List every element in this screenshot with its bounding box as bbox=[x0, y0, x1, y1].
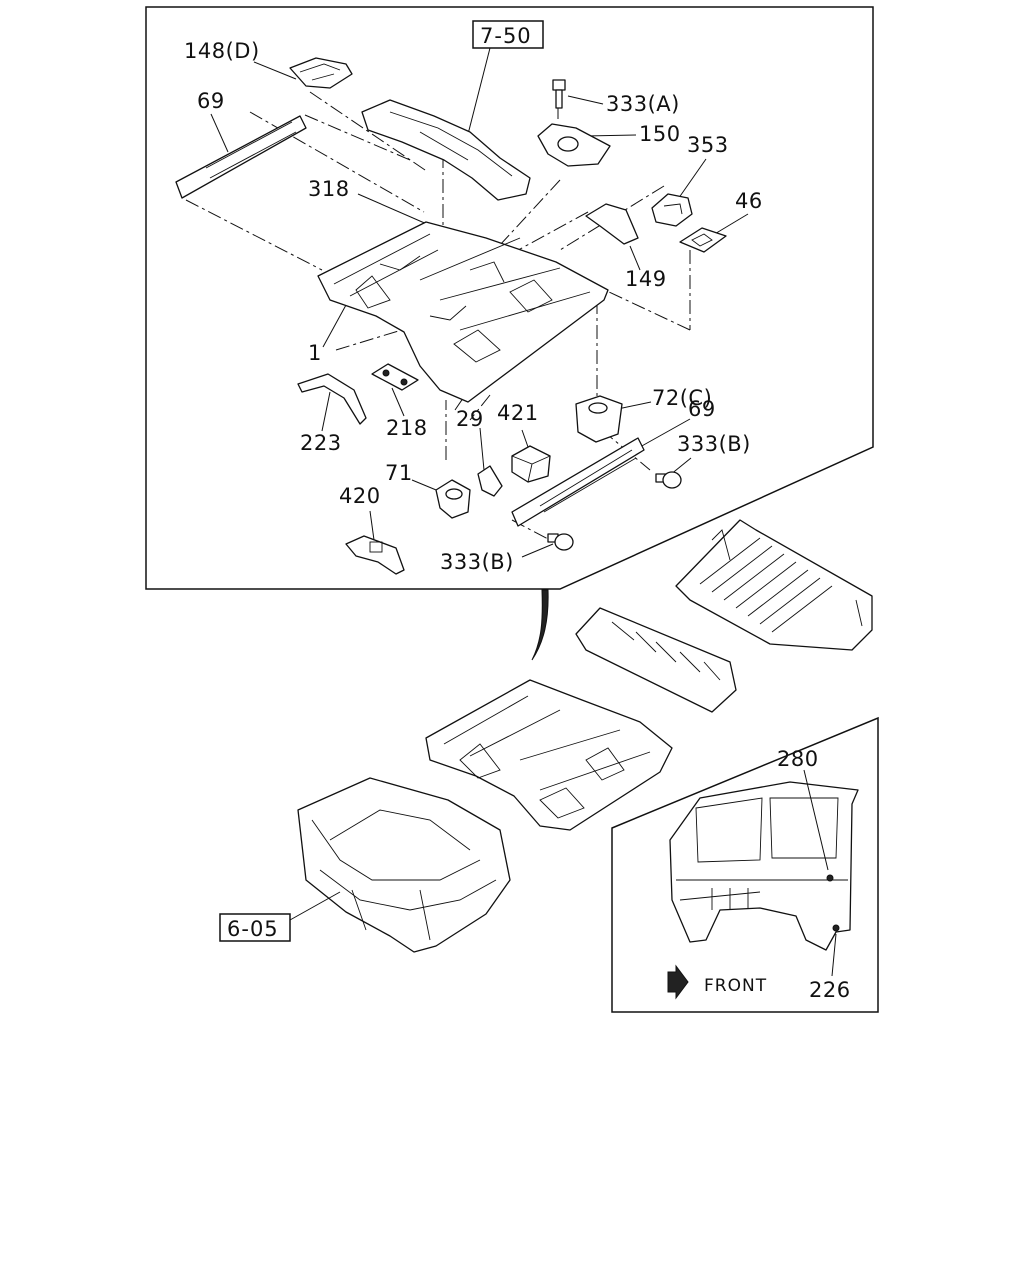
part-148d-bracket[interactable] bbox=[289, 57, 353, 89]
front-label: FRONT bbox=[704, 976, 767, 996]
callout-149[interactable]: 149 bbox=[625, 267, 667, 291]
inset-frame bbox=[611, 716, 879, 1013]
callout-353[interactable]: 353 bbox=[687, 133, 729, 157]
part-69-strip-top[interactable] bbox=[175, 115, 307, 199]
part-333b-bolt-bottom[interactable] bbox=[547, 533, 574, 551]
callout-29[interactable]: 29 bbox=[456, 407, 484, 431]
callout-218[interactable]: 218 bbox=[386, 416, 428, 440]
part-223-rail[interactable] bbox=[297, 373, 367, 425]
rear-floor-panel bbox=[675, 519, 873, 651]
front-floor-assembly bbox=[425, 679, 673, 831]
callout-223[interactable]: 223 bbox=[300, 431, 342, 455]
part-72c-bracket[interactable] bbox=[575, 395, 623, 443]
part-29-bracket[interactable] bbox=[477, 465, 503, 497]
ref-box-6-05[interactable]: 6-05 bbox=[219, 913, 291, 942]
callout-1[interactable]: 1 bbox=[308, 341, 322, 365]
callout-71[interactable]: 71 bbox=[385, 461, 413, 485]
callout-226[interactable]: 226 bbox=[809, 978, 851, 1002]
part-353-bracket[interactable] bbox=[651, 193, 693, 227]
part-218-plate[interactable] bbox=[371, 363, 419, 391]
callout-148d[interactable]: 148(D) bbox=[184, 39, 260, 63]
callout-280[interactable]: 280 bbox=[777, 747, 819, 771]
part-421-block[interactable] bbox=[511, 445, 551, 483]
callout-69-bottom[interactable]: 69 bbox=[688, 397, 716, 421]
exploded-view-frame bbox=[145, 6, 874, 590]
part-150-bracket[interactable] bbox=[537, 123, 611, 167]
callout-72c[interactable]: 72(C) bbox=[652, 386, 712, 410]
callout-150[interactable]: 150 bbox=[639, 122, 681, 146]
part-69-strip-bottom[interactable] bbox=[511, 437, 645, 527]
part-333b-bolt-right[interactable] bbox=[655, 471, 682, 489]
front-arrow-icon bbox=[667, 964, 689, 1000]
callout-333b-bottom[interactable]: 333(B) bbox=[440, 550, 514, 574]
leader-lines bbox=[210, 61, 749, 558]
ref-box-7-50-text: 7-50 bbox=[480, 24, 532, 48]
front-indicator: FRONT bbox=[667, 964, 767, 1000]
callout-69-top[interactable]: 69 bbox=[197, 89, 225, 113]
ref-box-6-05-text: 6-05 bbox=[227, 917, 279, 941]
part-71-bracket[interactable] bbox=[435, 479, 471, 519]
part-46-plate[interactable] bbox=[679, 227, 727, 253]
part-420-bracket[interactable] bbox=[345, 535, 405, 575]
part-crossmember[interactable] bbox=[361, 99, 531, 201]
callout-333a[interactable]: 333(A) bbox=[606, 92, 680, 116]
part-333a-bolt[interactable] bbox=[552, 79, 566, 109]
part-149-bracket[interactable] bbox=[585, 203, 639, 245]
callout-421[interactable]: 421 bbox=[497, 401, 539, 425]
part-1-floor-panel[interactable] bbox=[317, 221, 609, 403]
ref-box-7-50[interactable]: 7-50 bbox=[472, 20, 544, 49]
inset-side-body bbox=[669, 781, 859, 951]
assembly-arrow bbox=[531, 589, 549, 661]
front-body-assembly bbox=[297, 777, 511, 953]
callout-318[interactable]: 318 bbox=[308, 177, 350, 201]
middle-crossmember bbox=[575, 607, 737, 713]
callout-420[interactable]: 420 bbox=[339, 484, 381, 508]
callout-333b-right[interactable]: 333(B) bbox=[677, 432, 751, 456]
callout-46[interactable]: 46 bbox=[735, 189, 763, 213]
